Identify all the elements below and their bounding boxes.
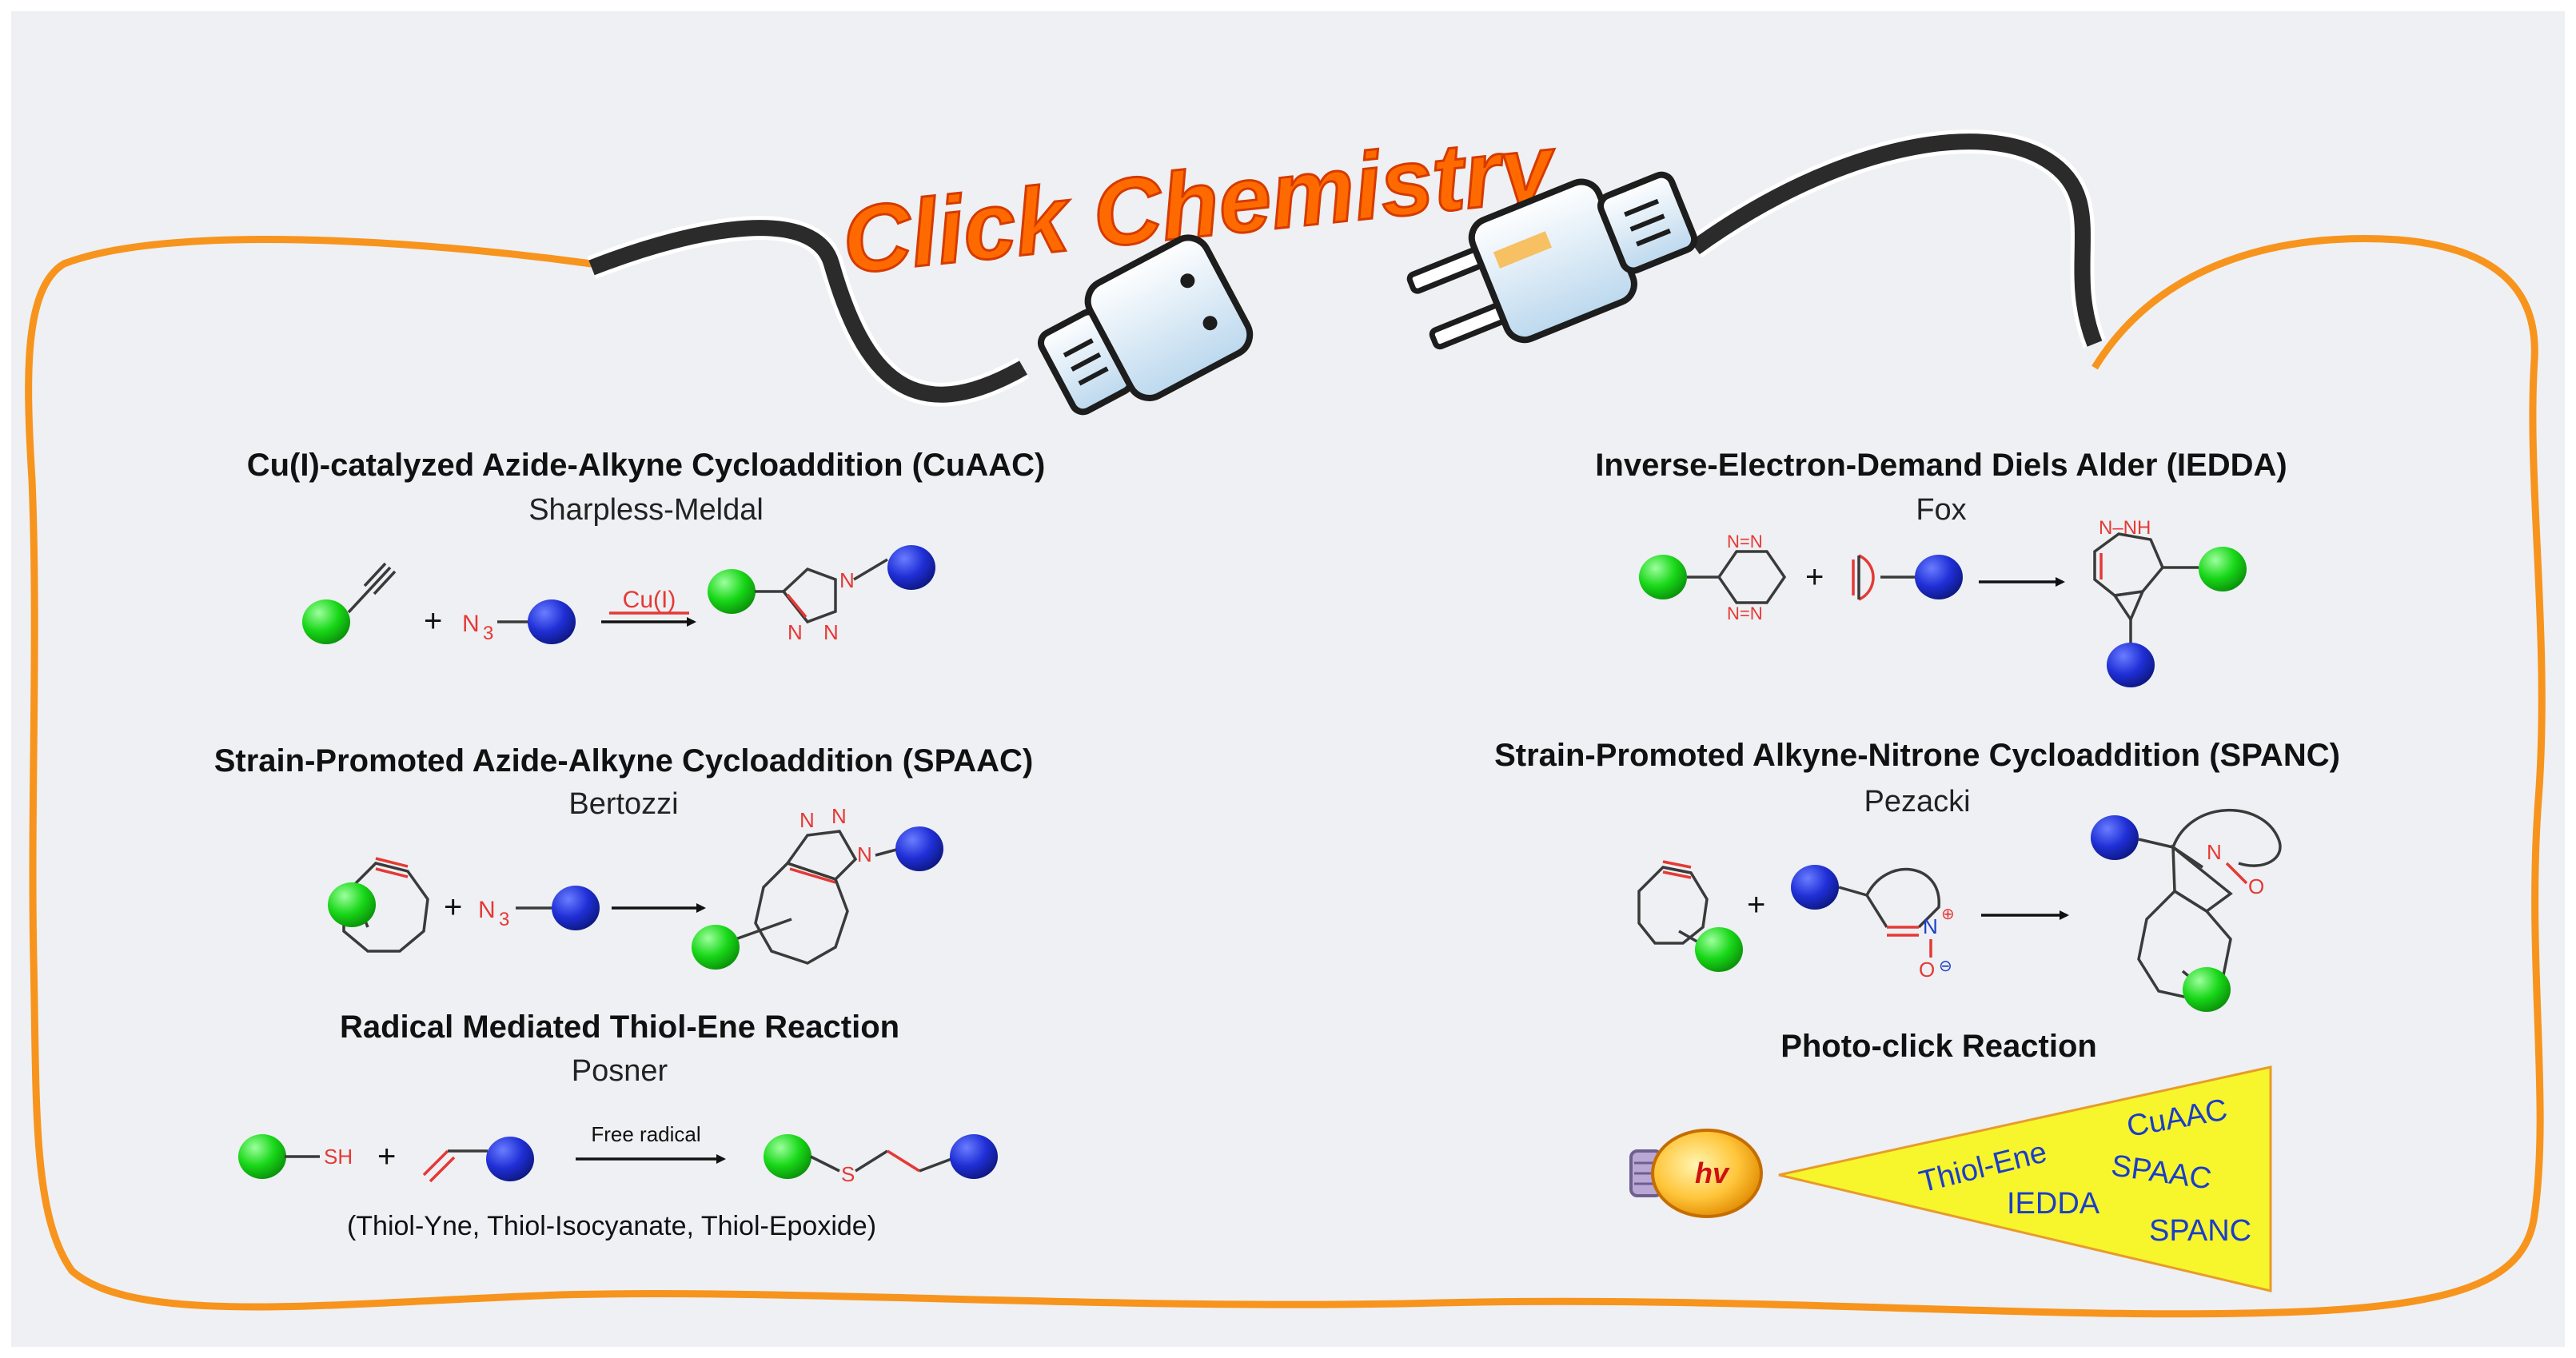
green-ball — [238, 1134, 286, 1179]
green-ball — [692, 925, 740, 970]
svg-text:⊕: ⊕ — [1941, 906, 1955, 923]
azide-label: N — [462, 611, 480, 637]
svg-text:N: N — [788, 620, 803, 644]
catalyst-label: Cu(I) — [623, 587, 676, 613]
light-bulb-icon: hv — [1629, 1129, 1763, 1218]
photo-click-section: Photo-click Reaction hv Thiol-Ene CuAAC … — [1629, 1029, 2272, 1292]
blue-ball — [1915, 555, 1963, 599]
azide-subscript: 3 — [483, 623, 493, 644]
svg-text:N: N — [1923, 914, 1938, 938]
thiol-ene-variants: (Thiol-Yne, Thiol-Isocyanate, Thiol-Epox… — [347, 1211, 876, 1241]
thiol-ene-heading: Radical Mediated Thiol-Ene Reaction — [340, 1010, 899, 1045]
plus-sign: + — [444, 890, 462, 925]
green-ball — [1695, 927, 1743, 972]
svg-text:N: N — [857, 842, 872, 866]
svg-text:N: N — [823, 620, 839, 644]
svg-text:N: N — [800, 808, 815, 832]
blue-ball — [887, 545, 935, 590]
thiol-label: SH — [324, 1145, 353, 1169]
plus-sign: + — [424, 603, 442, 639]
beam-label-iedda: IEDDA — [2007, 1187, 2100, 1221]
cuaac-section: Cu(I)-catalyzed Azide-Alkyne Cycloadditi… — [247, 448, 1046, 644]
blue-ball — [950, 1134, 998, 1179]
green-ball — [302, 599, 350, 644]
iedda-author: Fox — [1916, 493, 1966, 527]
svg-text:N: N — [831, 804, 847, 828]
green-ball — [2199, 547, 2247, 591]
spaac-section: Strain-Promoted Azide-Alkyne Cycloadditi… — [214, 743, 1034, 970]
azide-label: N — [478, 897, 496, 923]
svg-text:⊖: ⊖ — [1939, 958, 1952, 975]
beam-label-spanc: SPANC — [2149, 1214, 2251, 1248]
free-radical-label: Free radical — [591, 1122, 700, 1146]
svg-text:N: N — [2207, 840, 2222, 864]
svg-text:O: O — [1919, 958, 1935, 982]
plug-illustration — [1406, 129, 2107, 350]
thiol-ene-section: Radical Mediated Thiol-Ene Reaction Posn… — [238, 1010, 998, 1241]
green-ball — [708, 569, 756, 614]
iedda-section: Inverse-Electron-Demand Diels Alder (IED… — [1595, 448, 2287, 687]
plus-sign: + — [1805, 560, 1824, 595]
green-ball — [1639, 555, 1687, 599]
svg-text:N: N — [839, 568, 855, 592]
green-ball — [764, 1134, 811, 1179]
light-beam — [1778, 1065, 2272, 1292]
plus-sign: + — [1747, 887, 1765, 922]
cuaac-heading: Cu(I)-catalyzed Azide-Alkyne Cycloadditi… — [247, 448, 1046, 483]
spanc-section: Strain-Promoted Alkyne-Nitrone Cycloaddi… — [1494, 738, 2340, 1012]
svg-text:N=N: N=N — [1727, 603, 1763, 623]
svg-text:S: S — [841, 1162, 855, 1186]
blue-ball — [486, 1137, 534, 1181]
iedda-heading: Inverse-Electron-Demand Diels Alder (IED… — [1595, 448, 2287, 483]
blue-ball — [1791, 865, 1839, 910]
blue-ball — [552, 886, 600, 930]
photo-click-heading: Photo-click Reaction — [1780, 1029, 2097, 1064]
spaac-author: Bertozzi — [568, 787, 678, 821]
blue-ball — [895, 826, 943, 871]
svg-text:N=N: N=N — [1727, 532, 1763, 552]
blue-ball — [2091, 815, 2139, 860]
blue-ball — [2107, 643, 2155, 687]
orange-outline — [25, 235, 2546, 1318]
socket-plug-illustration — [587, 216, 1254, 416]
azide-subscript: 3 — [499, 909, 509, 930]
green-ball — [2183, 967, 2231, 1012]
hv-label: hv — [1695, 1157, 1730, 1189]
cuaac-author: Sharpless-Meldal — [528, 493, 764, 527]
thiol-ene-author: Posner — [572, 1054, 668, 1088]
svg-text:O: O — [2248, 874, 2264, 898]
spanc-heading: Strain-Promoted Alkyne-Nitrone Cycloaddi… — [1494, 738, 2340, 773]
svg-text:N–NH: N–NH — [2099, 517, 2151, 539]
blue-ball — [528, 599, 576, 644]
spanc-author: Pezacki — [1864, 785, 1970, 818]
plus-sign: + — [377, 1139, 396, 1174]
green-ball — [328, 882, 376, 927]
spaac-heading: Strain-Promoted Azide-Alkyne Cycloadditi… — [214, 743, 1034, 779]
